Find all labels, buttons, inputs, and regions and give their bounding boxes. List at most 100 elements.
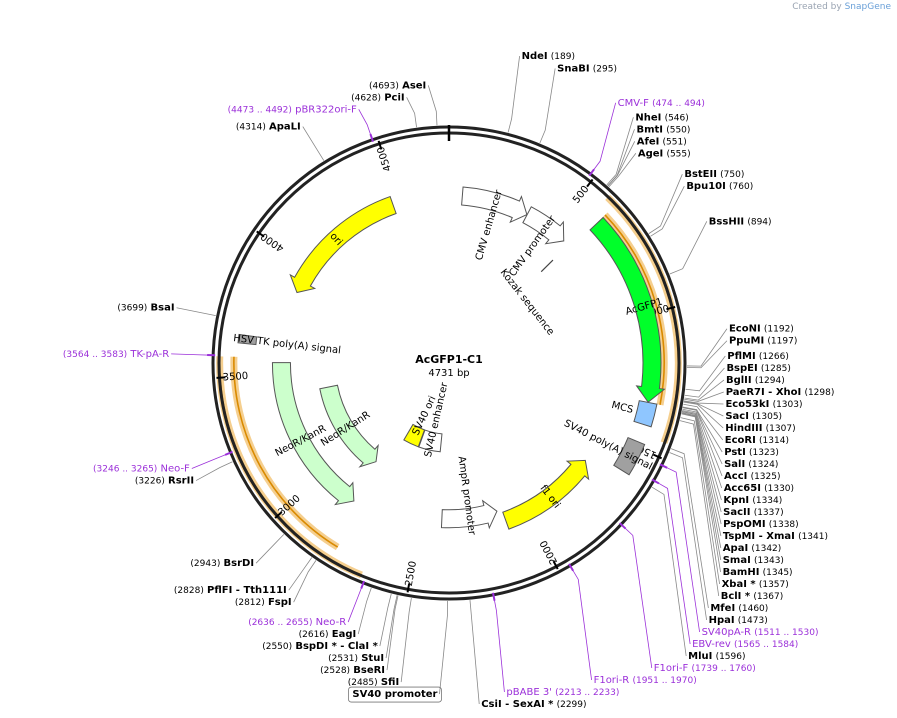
- site-name: SnaBI: [557, 63, 589, 74]
- site-label-sv40-promoter: SV40 promoter: [352, 689, 437, 700]
- site-label-sali: SalI (1324): [724, 459, 778, 470]
- feature-neor-kanr: [271, 362, 355, 506]
- feature-hsv-tk-poly-a-signal: [237, 333, 258, 346]
- site-leader: [427, 85, 438, 126]
- site-leader: [684, 391, 724, 402]
- site-leader: [191, 452, 229, 469]
- site-position: (2812): [235, 598, 265, 608]
- primer-marker: [659, 463, 668, 469]
- site-leader: [171, 353, 212, 356]
- scale-label: 3500: [222, 371, 248, 384]
- site-name: PspOMI: [723, 519, 765, 530]
- site-leader: [683, 403, 724, 441]
- site-label-snabi: SnaBI (295): [557, 63, 617, 74]
- site-position: (2213 .. 2233): [555, 688, 619, 698]
- site-position: (2299): [557, 700, 587, 710]
- site-name: BspDI * - ClaI *: [295, 641, 378, 652]
- site-label-bsshii: BssHII (894): [709, 216, 772, 227]
- site-label-f1ori-f: F1ori-F (1739 .. 1760): [654, 663, 756, 674]
- site-label-ppumi: PpuMI (1197): [729, 336, 797, 347]
- site-name: F1ori-R: [594, 675, 630, 686]
- site-leader: [683, 401, 724, 417]
- site-label-ndei: NdeI (189): [522, 51, 575, 62]
- site-name: BglII: [726, 375, 752, 386]
- site-position: (1334): [752, 496, 782, 506]
- site-leader: [406, 97, 417, 128]
- site-leader: [400, 597, 412, 683]
- site-name: Acc65I: [724, 483, 761, 494]
- site-label-acci: AccI (1325): [724, 471, 780, 482]
- site-box: [348, 686, 442, 703]
- scale-tick: [406, 583, 411, 593]
- scale-tick: [552, 560, 559, 570]
- site-leader: [681, 412, 722, 561]
- scale-tick: [274, 511, 283, 519]
- site-label-apali: (4314) ApaLI: [236, 122, 301, 133]
- site-leader: [288, 557, 313, 591]
- site-name: EcoRI: [725, 435, 756, 446]
- site-label-bsrdi: (2943) BsrDI: [190, 558, 254, 569]
- site-leader: [684, 367, 725, 398]
- scale-tick: [666, 306, 676, 311]
- site-leader: [670, 448, 709, 609]
- feature-label: HSV TK poly(A) signal: [233, 333, 342, 356]
- site-position: (1266): [759, 352, 789, 362]
- site-position: (1285): [761, 364, 791, 374]
- site-leader: [655, 481, 691, 645]
- site-label-bpu10i: Bpu10I (760): [686, 181, 753, 192]
- site-name: AccI: [724, 471, 747, 482]
- site-leader: [469, 600, 480, 705]
- site-position: (1343): [754, 556, 784, 566]
- site-position: (1357): [759, 580, 789, 590]
- site-leader: [648, 174, 683, 234]
- site-name: AseI: [402, 80, 426, 91]
- site-name: ApaLI: [269, 122, 301, 133]
- site-position: (1473): [738, 616, 768, 626]
- feature-ampr-promoter: [440, 499, 498, 530]
- scale-tick: [377, 140, 383, 150]
- site-leader: [663, 465, 700, 633]
- site-leader: [607, 141, 636, 187]
- site-leader: [682, 407, 723, 477]
- site-leader: [302, 126, 325, 161]
- site-leader: [385, 595, 398, 659]
- site-name: ApaI: [723, 543, 748, 554]
- site-name: CMV-F: [618, 98, 649, 109]
- site-name: SV40pA-R: [702, 627, 751, 638]
- site-label-kpni: KpnI (1334): [723, 495, 782, 506]
- site-position: (4473 .. 4492): [228, 105, 292, 115]
- site-name: BspEI: [726, 363, 757, 374]
- site-leader: [622, 525, 653, 669]
- site-label-paer7i-xhoi: PaeR7I - XhoI (1298): [726, 387, 835, 398]
- site-position: (1314): [759, 436, 789, 446]
- site-name: StuI: [361, 653, 384, 664]
- site-leader: [669, 452, 707, 621]
- site-leader: [386, 595, 399, 671]
- site-leader: [570, 567, 592, 681]
- site-leader: [684, 379, 725, 401]
- site-name: Eco53kI: [725, 399, 769, 410]
- site-label-bspei: BspEI (1285): [726, 363, 790, 374]
- site-leader: [651, 486, 687, 657]
- site-position: (1367): [753, 592, 783, 602]
- feature-label: MCS: [610, 400, 634, 416]
- site-name: pBR322ori-F: [295, 104, 357, 115]
- site-label-pbabe-3: pBABE 3' (2213 .. 2233): [506, 687, 619, 698]
- site-label-mlui: MluI (1596): [688, 651, 745, 662]
- site-leader: [681, 413, 721, 573]
- site-leader: [493, 596, 505, 693]
- site-name: HpaI: [709, 615, 735, 626]
- primer-marker: [568, 563, 574, 572]
- site-position: (1341): [798, 532, 828, 542]
- feature-ori: [289, 195, 397, 294]
- credit-prefix: Created by: [792, 2, 842, 12]
- site-name: BstEII: [684, 169, 717, 180]
- site-label-eco53ki: Eco53kI (1303): [725, 399, 802, 410]
- site-label-bglii: BglII (1294): [726, 375, 785, 386]
- site-label-nhei: NheI (546): [635, 112, 688, 123]
- primer-marker: [360, 580, 366, 589]
- site-label-agei: AgeI (555): [638, 148, 691, 159]
- site-position: (2531): [328, 654, 358, 664]
- site-name: MluI: [688, 651, 712, 662]
